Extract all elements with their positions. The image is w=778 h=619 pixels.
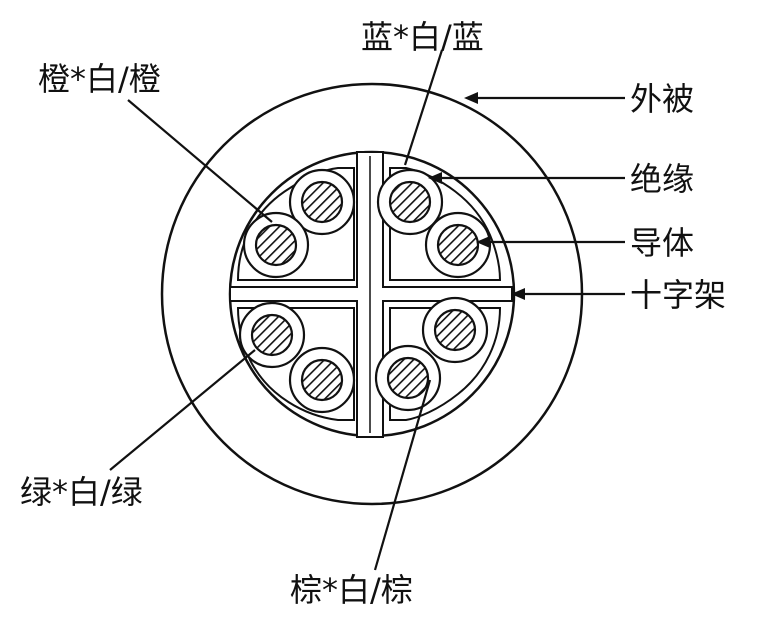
conductor-core <box>300 180 344 224</box>
label-conductor: 导体 <box>630 224 694 262</box>
wire-pair-brown <box>374 296 489 412</box>
conductor-core <box>254 223 298 267</box>
wire-pair-green <box>238 301 356 414</box>
conductor-core <box>300 358 344 402</box>
conductor-core <box>388 180 432 224</box>
conductor-core <box>250 313 294 357</box>
arrowhead-jacket <box>464 92 478 104</box>
leader-line-orange <box>127 99 273 223</box>
label-insulation: 绝缘 <box>630 160 694 198</box>
arrowhead-conductor <box>476 236 490 248</box>
cross-frame <box>229 151 513 438</box>
arrowhead-insulation <box>428 172 442 184</box>
label-green-pair: 绿*白/绿 <box>20 473 143 511</box>
conductor-core <box>436 223 480 267</box>
leader-line-brown <box>373 379 432 571</box>
leader-line-blue <box>403 49 444 166</box>
wire-pair-blue <box>376 168 492 279</box>
wire-pair-orange <box>242 168 356 279</box>
conductor-core <box>433 308 477 352</box>
pair-wrap-bottom-right <box>389 307 502 421</box>
label-orange-pair: 橙*白/橙 <box>38 60 161 98</box>
conductor-core <box>386 356 430 400</box>
leader-line-green <box>109 349 256 471</box>
label-blue-pair: 蓝*白/蓝 <box>361 18 484 56</box>
label-cross-frame: 十字架 <box>630 276 726 314</box>
arrowhead-cross-frame <box>511 288 525 300</box>
label-brown-pair: 棕*白/棕 <box>290 571 413 609</box>
label-jacket: 外被 <box>630 80 694 118</box>
